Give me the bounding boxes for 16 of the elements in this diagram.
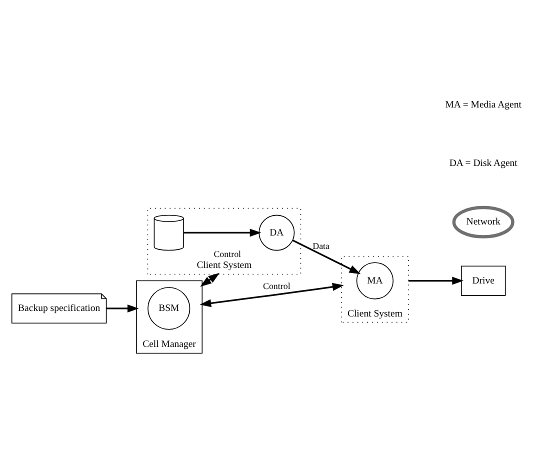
node-circle: DA <box>258 214 295 250</box>
edge-label: Control <box>214 248 242 258</box>
edge-label: Control <box>263 280 290 290</box>
node-ellipse: Network <box>452 205 514 238</box>
arrow <box>408 276 464 284</box>
arrow <box>184 228 262 236</box>
arrow <box>200 282 344 307</box>
node-circle: BSM <box>148 286 190 330</box>
arrow <box>106 304 139 312</box>
node-circle: MA <box>356 262 394 299</box>
edge-label: Data <box>312 240 330 250</box>
label: MA = Media Agent <box>445 98 522 110</box>
label: DA = Disk Agent <box>449 158 518 169</box>
arrow <box>200 272 220 286</box>
node-box: Drive <box>460 265 506 296</box>
arrow <box>292 239 361 274</box>
